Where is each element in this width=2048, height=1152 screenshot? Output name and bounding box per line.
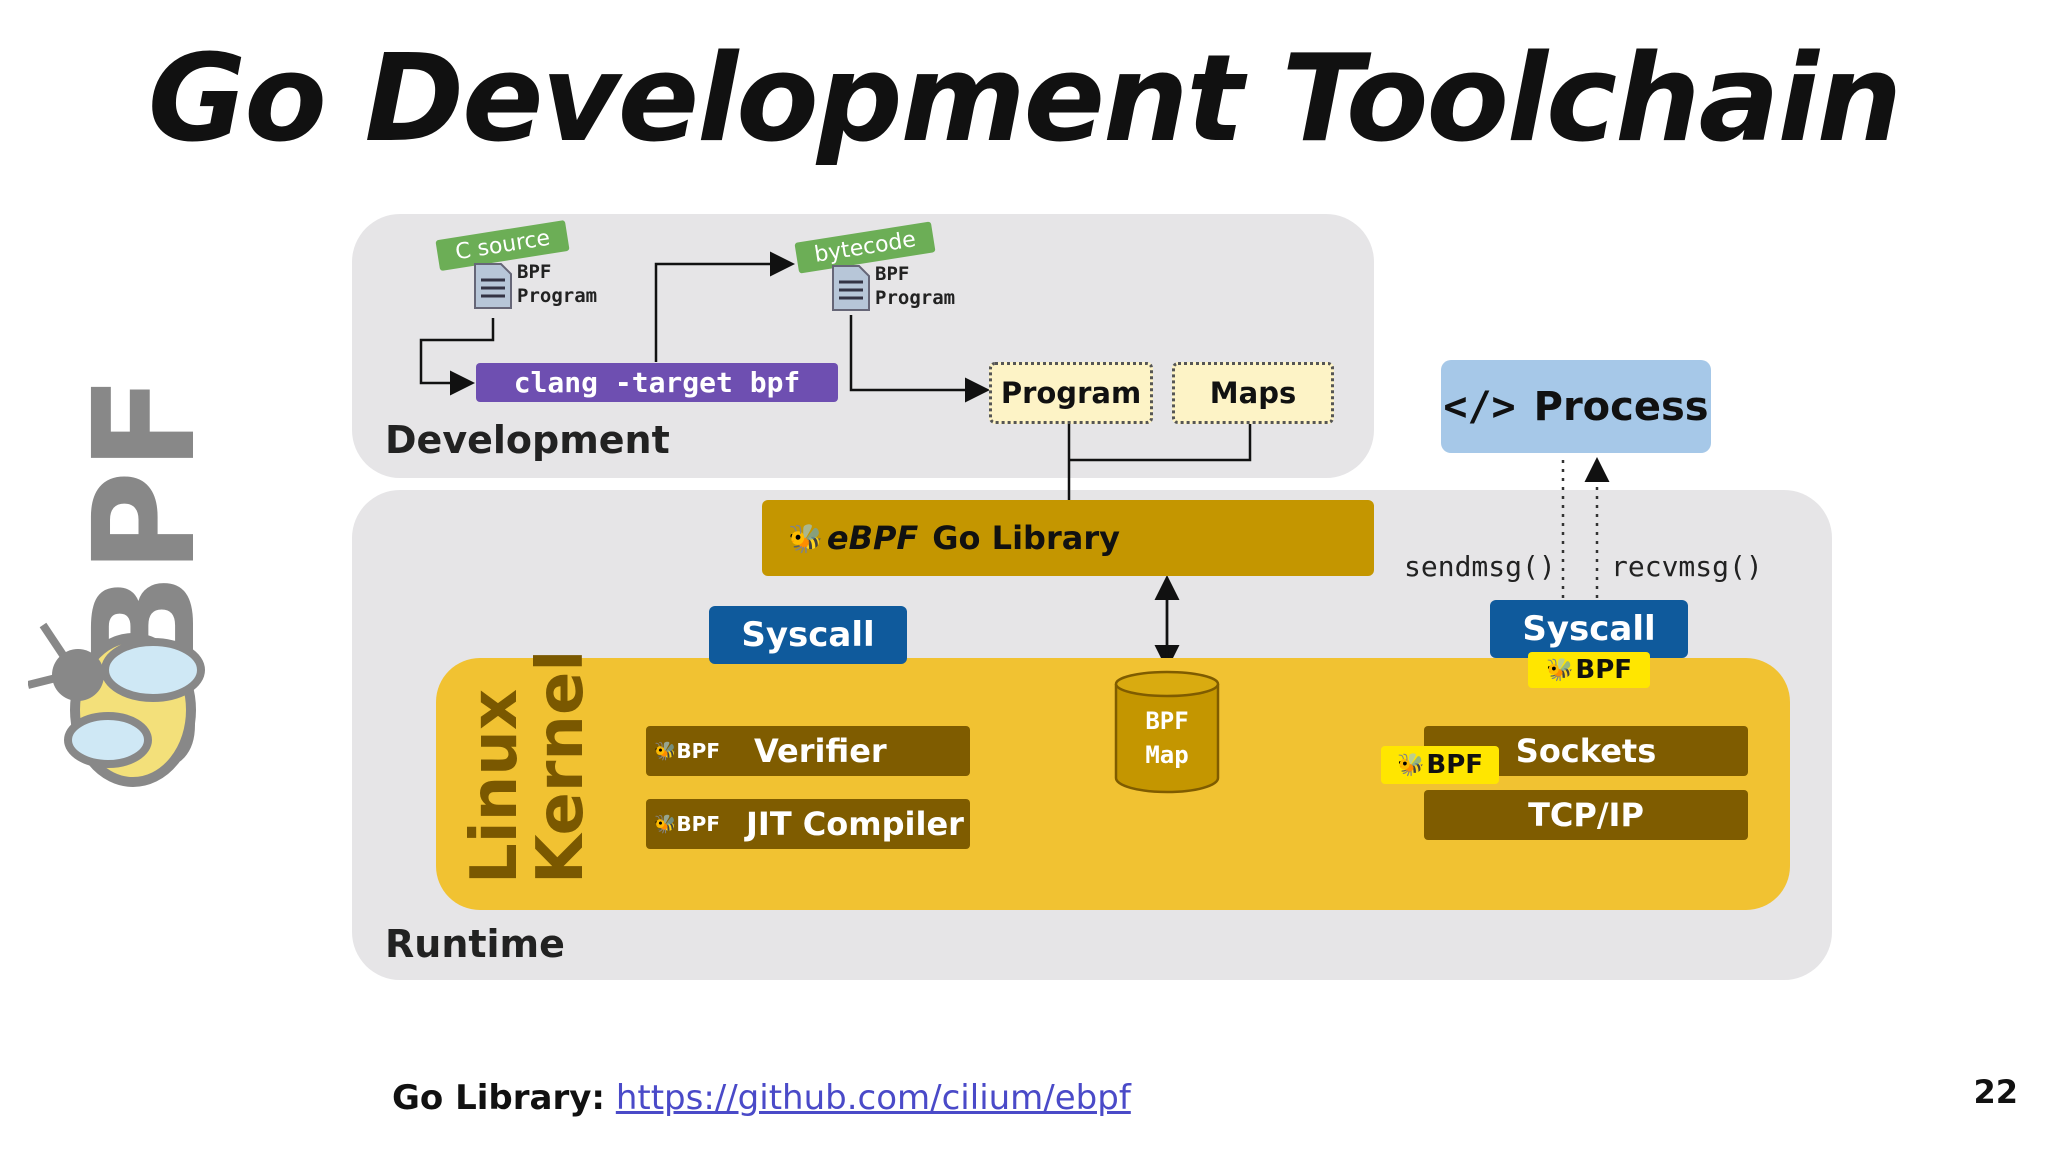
source-doc-line2: Program — [517, 285, 598, 307]
bee-icon — [28, 622, 205, 787]
bee-icon: 🐝 — [1396, 752, 1425, 778]
ebpf-badge: 🐝 BPF — [654, 739, 754, 763]
verifier-label: Verifier — [754, 732, 887, 770]
ebpf-badge-text: eBPF — [826, 519, 919, 557]
source-doc-label: BPF Program — [517, 260, 597, 308]
jit-compiler-box: 🐝 BPF JIT Compiler — [646, 799, 970, 849]
syscall-hook-badge: 🐝 BPF — [1528, 652, 1650, 688]
footer-label: Go Library: — [392, 1078, 605, 1118]
tcpip-box: TCP/IP — [1424, 790, 1748, 840]
page-title: Go Development Toolchain — [147, 30, 1902, 169]
footer: Go Library: https://github.com/cilium/eb… — [392, 1078, 1131, 1118]
linux-kernel-area — [436, 658, 1790, 910]
document-icon — [832, 265, 870, 311]
bee-icon: 🐝 — [788, 521, 823, 555]
syscall-right-box: Syscall — [1490, 600, 1688, 658]
process-box: </> Process — [1441, 360, 1711, 453]
jit-compiler-label: JIT Compiler — [746, 805, 964, 843]
development-label: Development — [385, 418, 670, 462]
document-icon — [474, 263, 512, 309]
program-box: Program — [989, 362, 1153, 424]
bpf-map-line1: BPF — [1145, 707, 1189, 735]
bytecode-doc-line2: Program — [875, 287, 956, 309]
go-library-label: Go Library — [932, 519, 1120, 557]
syscall-hook-badge-text: BPF — [1575, 655, 1633, 685]
process-label: Process — [1533, 383, 1709, 430]
bpf-map-label: BPF Map — [1114, 704, 1220, 772]
kernel-label-line2: Kernel — [524, 649, 598, 884]
bpf-map-line2: Map — [1145, 741, 1189, 769]
kernel-label: Linux Kernel — [458, 649, 598, 884]
sockets-hook-badge: 🐝 BPF — [1381, 746, 1499, 784]
verifier-box: 🐝 BPF Verifier — [646, 726, 970, 776]
bpf-map-cylinder — [1114, 670, 1220, 794]
go-library-box: 🐝 eBPF Go Library — [762, 500, 1374, 576]
syscall-left-box: Syscall — [709, 606, 907, 664]
ebpf-badge: 🐝 eBPF — [788, 519, 918, 557]
go-library-link[interactable]: https://github.com/cilium/ebpf — [615, 1078, 1131, 1118]
verifier-badge-text: BPF — [676, 739, 720, 763]
source-doc-line1: BPF — [517, 261, 552, 283]
kernel-label-line1: Linux — [458, 688, 532, 884]
bee-icon: 🐝 — [654, 740, 677, 762]
recvmsg-label: recvmsg() — [1611, 550, 1763, 583]
jit-badge-text: BPF — [676, 812, 720, 836]
clang-compiler-box: clang -target bpf — [476, 363, 838, 402]
bee-icon: 🐝 — [654, 813, 677, 835]
sockets-hook-badge-text: BPF — [1426, 750, 1484, 780]
ebpf-side-logo: eBPF — [28, 375, 227, 787]
bytecode-doc-line1: BPF — [875, 263, 910, 285]
code-icon: </> — [1443, 383, 1516, 430]
runtime-label: Runtime — [385, 922, 565, 966]
maps-box: Maps — [1172, 362, 1334, 424]
bee-icon: 🐝 — [1545, 657, 1574, 683]
sockets-box: Sockets — [1424, 726, 1748, 776]
ebpf-badge: 🐝 BPF — [654, 812, 746, 836]
bytecode-doc-label: BPF Program — [875, 262, 955, 310]
page-number: 22 — [1973, 1073, 2018, 1111]
sendmsg-label: sendmsg() — [1404, 550, 1556, 583]
